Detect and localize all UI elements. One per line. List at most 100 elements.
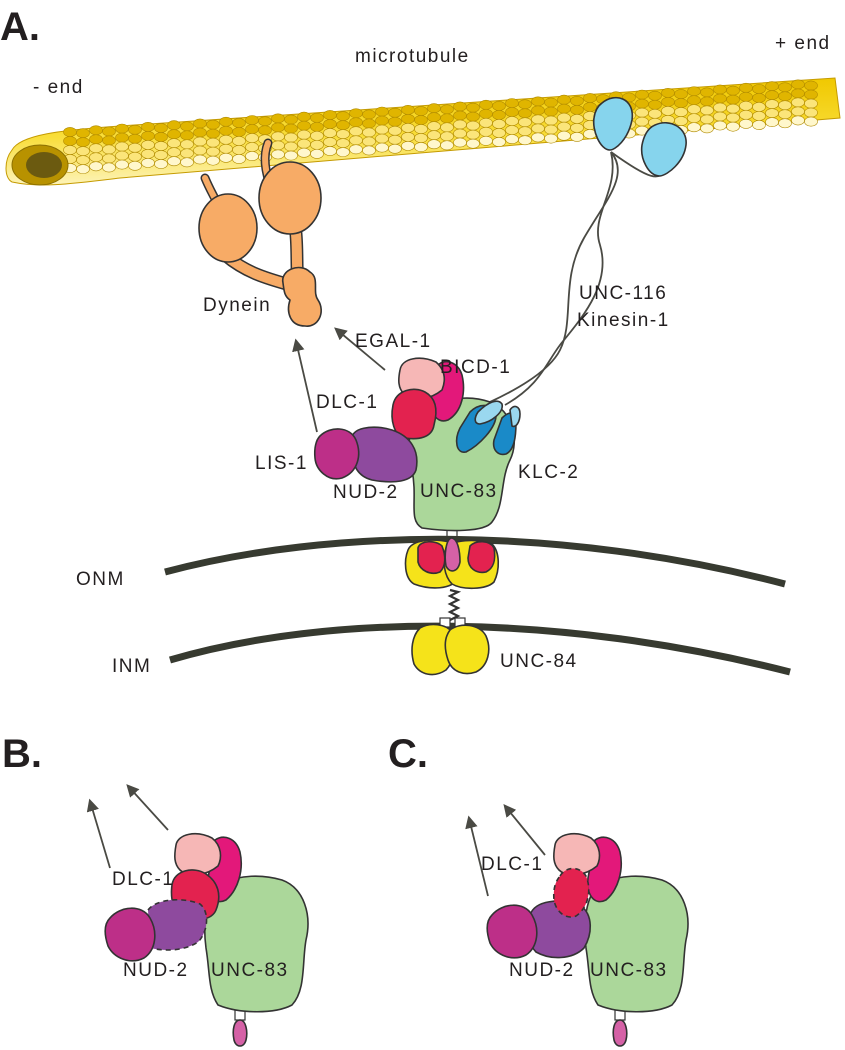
tubulin-subunit — [557, 112, 571, 123]
kinesin-label-line2: Kinesin-1 — [577, 310, 670, 331]
tubulin-subunit — [245, 115, 259, 126]
lis1-arrow — [292, 338, 318, 433]
nud-2-protein — [350, 426, 418, 483]
tubulin-subunit — [128, 124, 142, 135]
microtubule — [5, 77, 841, 186]
tubulin-subunit — [271, 113, 285, 124]
tubulin-subunit — [778, 109, 792, 120]
tubulin-subunit — [128, 151, 142, 162]
tubulin-subunit — [349, 126, 363, 137]
tubulin-subunit — [154, 132, 168, 142]
tubulin-subunit — [219, 134, 233, 145]
tubulin-subunit — [453, 128, 467, 139]
tubulin-subunit — [440, 140, 454, 151]
tubulin-subunit — [427, 130, 441, 141]
tubulin-subunit — [232, 136, 246, 146]
tubulin-subunit — [570, 104, 584, 115]
tubulin-subunit — [440, 131, 454, 142]
tubulin-subunit — [531, 105, 545, 116]
tubulin-subunit — [154, 141, 168, 151]
tubulin-subunit — [687, 113, 701, 124]
tubulin-subunit — [141, 131, 155, 141]
tubulin-subunit — [76, 164, 90, 175]
tubulin-subunit — [531, 96, 545, 107]
tubulin-subunit — [505, 116, 519, 127]
tubulin-subunit — [63, 145, 77, 155]
tubulin-subunit — [375, 142, 389, 153]
tubulin-subunit — [245, 142, 259, 153]
tubulin-subunit — [128, 142, 142, 153]
panel-c-unc83-label: UNC-83 — [590, 960, 668, 981]
tubulin-subunit — [466, 111, 480, 122]
tubulin-subunit — [362, 118, 376, 129]
tubulin-subunit — [674, 116, 688, 126]
tubulin-subunit — [479, 117, 493, 128]
tubulin-subunit — [557, 121, 571, 132]
tubulin-subunit — [778, 118, 792, 129]
unc-83-kash-tail — [444, 537, 461, 572]
tubulin-subunit — [505, 125, 519, 136]
tubulin-subunit — [63, 127, 77, 137]
tubulin-subunit — [89, 125, 103, 136]
tubulin-subunit — [76, 137, 90, 148]
tubulin-subunit — [531, 123, 545, 134]
tubulin-subunit — [518, 108, 532, 119]
tubulin-subunit — [713, 102, 727, 113]
tubulin-subunit — [726, 121, 740, 132]
tubulin-subunit — [193, 118, 207, 129]
tubulin-subunit — [336, 147, 350, 158]
unc83-label: UNC-83 — [420, 481, 498, 502]
unc84-label: UNC-84 — [500, 651, 578, 672]
tubulin-subunit — [193, 145, 207, 156]
tubulin-subunit — [323, 110, 337, 120]
tubulin-subunit — [388, 125, 402, 136]
minus-end-label: - end — [33, 77, 84, 98]
panel-b-complex — [86, 784, 309, 1047]
tubulin-subunit — [544, 106, 558, 117]
tubulin-subunit — [440, 122, 454, 133]
tubulin-subunit — [739, 100, 753, 111]
tubulin-subunit — [648, 90, 662, 101]
tubulin-subunit — [89, 143, 103, 154]
tubulin-subunit — [258, 116, 272, 127]
tubulin-subunit — [362, 136, 376, 147]
tubulin-subunit — [362, 145, 376, 156]
tubulin-subunit — [765, 99, 779, 110]
tubulin-subunit — [726, 94, 740, 105]
tubulin-subunit — [297, 120, 311, 131]
tubulin-subunit — [700, 96, 714, 107]
tubulin-subunit — [167, 138, 181, 149]
tubulin-subunit — [570, 113, 584, 124]
tubulin-subunit — [232, 154, 246, 164]
tubulin-subunit — [700, 87, 714, 98]
tubulin-subunit — [232, 145, 246, 155]
tubulin-subunit — [466, 138, 480, 149]
tubulin-subunit — [297, 147, 311, 158]
tubulin-subunit — [323, 119, 337, 129]
microtubule-label: microtubule — [355, 46, 470, 67]
tubulin-subunit — [739, 109, 753, 120]
tubulin-subunit — [297, 129, 311, 140]
tubulin-subunit — [167, 156, 181, 167]
tubulin-subunit — [206, 146, 220, 157]
tubulin-subunit — [102, 126, 116, 137]
tubulin-subunit — [414, 133, 428, 143]
tubulin-subunit — [635, 116, 649, 127]
tubulin-subunit — [427, 112, 441, 123]
tubulin-subunit — [752, 102, 766, 112]
unc-83-complex — [313, 357, 521, 539]
tubulin-subunit — [531, 132, 545, 143]
tubulin-subunit — [635, 89, 649, 100]
tubulin-subunit — [154, 150, 168, 160]
tubulin-subunit — [102, 144, 116, 155]
tubulin-subunit — [401, 105, 415, 115]
tubulin-subunit — [726, 103, 740, 114]
tubulin-subunit — [349, 117, 363, 128]
tubulin-subunit — [453, 110, 467, 121]
tubulin-subunit — [505, 134, 519, 145]
tubulin-subunit — [323, 137, 337, 147]
tubulin-subunit — [76, 155, 90, 166]
tubulin-subunit — [102, 162, 116, 173]
tubulin-subunit — [700, 114, 714, 125]
tubulin-subunit — [388, 143, 402, 154]
